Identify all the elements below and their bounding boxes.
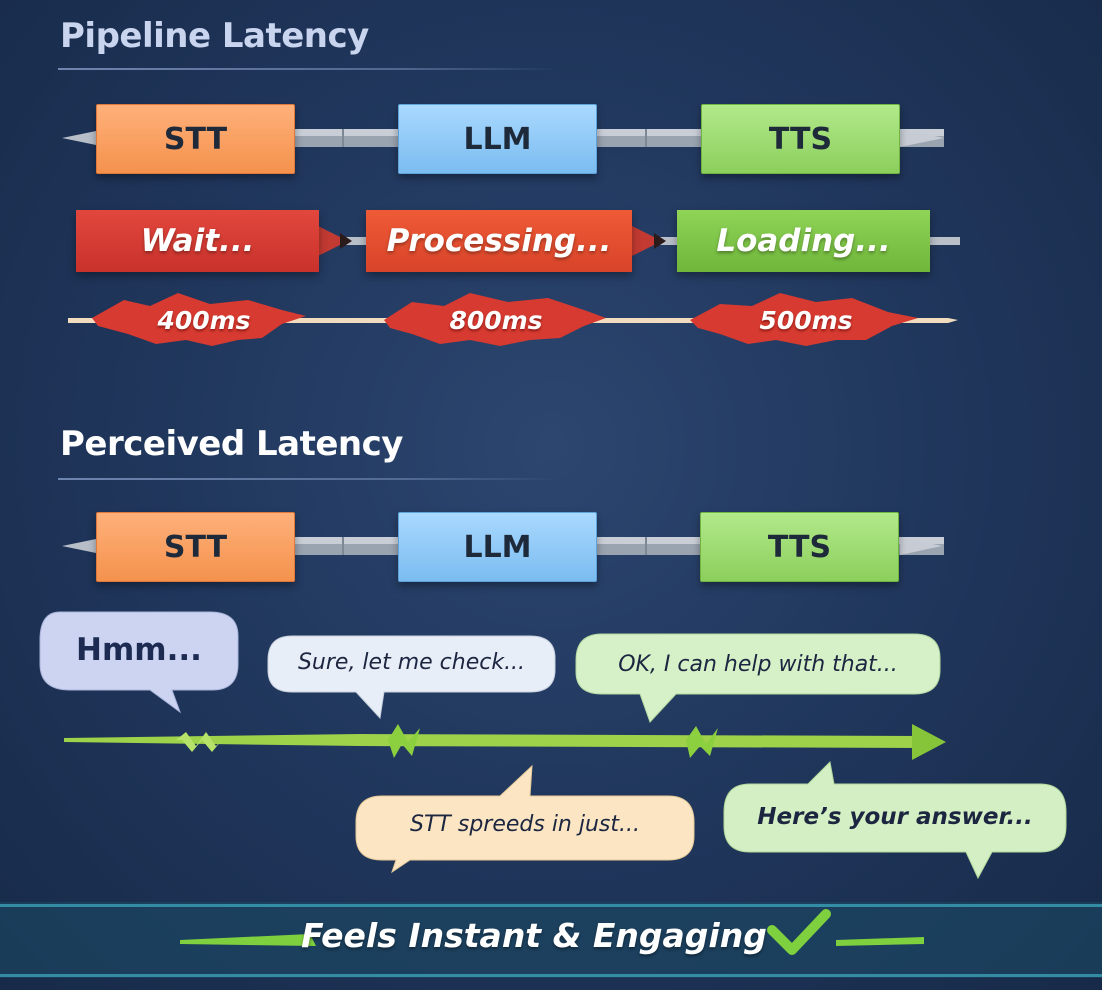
pipeline-title-underline	[58, 68, 558, 70]
state-processing: Processing...	[366, 210, 632, 272]
bubble-ok-shape	[575, 633, 941, 723]
duration-timeline	[68, 293, 958, 346]
duration-ribbon-800	[384, 293, 606, 346]
bubble-hmm-shape	[39, 611, 239, 714]
duration-tts: 500ms	[759, 306, 853, 335]
perceived-title-underline	[58, 478, 558, 480]
checkmark-icon	[767, 909, 831, 955]
footer-banner	[0, 902, 1102, 978]
duration-stt: 400ms	[157, 306, 251, 335]
streaming-arrow	[64, 724, 946, 760]
bubble-sure-shape	[267, 635, 556, 720]
duration-ribbon-500	[690, 293, 918, 346]
pipeline-stage-stt: STT	[96, 104, 295, 174]
bubble-spreeds: STT spreeds in just...	[410, 812, 640, 837]
state-wait: Wait...	[76, 210, 319, 272]
bubble-sure: Sure, let me check...	[297, 650, 526, 675]
pipeline-stage-llm: LLM	[398, 104, 597, 174]
bubble-answer-shape	[723, 760, 1067, 880]
bubble-spreeds-shape	[355, 764, 695, 874]
perceived-stage-tts: TTS	[700, 512, 899, 582]
perceived-stage-stt: STT	[96, 512, 295, 582]
bubble-answer: Here’s your answer...	[757, 804, 1033, 830]
perceived-title: Perceived Latency	[60, 424, 403, 464]
pipeline-title: Pipeline Latency	[60, 16, 369, 56]
duration-ribbon-400	[92, 293, 306, 346]
perceived-stage-llm: LLM	[398, 512, 597, 582]
pipeline-stage-tts: TTS	[701, 104, 900, 174]
bubble-ok: OK, I can help with that...	[618, 652, 898, 677]
duration-llm: 800ms	[449, 306, 543, 335]
bubble-hmm: Hmm...	[76, 632, 202, 668]
state-loading: Loading...	[677, 210, 930, 272]
footer-text: Feels Instant & Engaging	[301, 916, 767, 955]
